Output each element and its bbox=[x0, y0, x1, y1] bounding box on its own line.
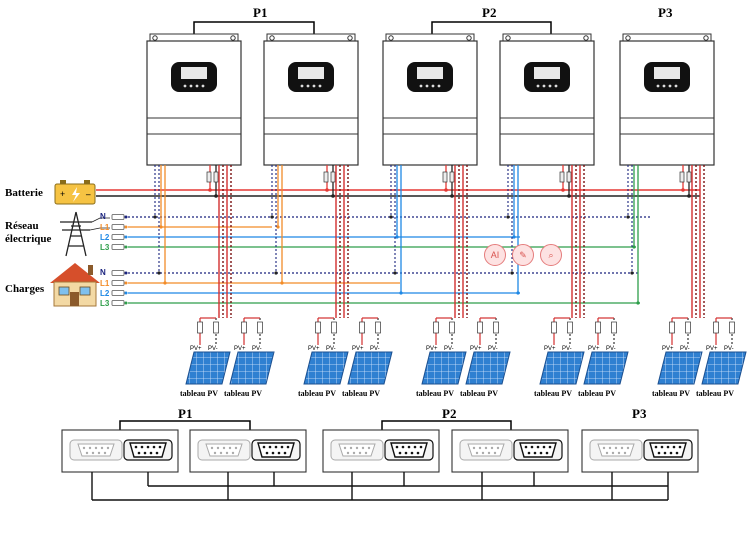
pv-array-label: tableau PV bbox=[534, 389, 572, 398]
grid-l3-label: L3 bbox=[100, 243, 110, 252]
svg-text:–: – bbox=[85, 189, 91, 199]
pv-minus-label: PV- bbox=[252, 346, 262, 352]
inverter-unit bbox=[499, 33, 595, 166]
svg-text:+: + bbox=[60, 189, 65, 199]
pv-plus-label: PV+ bbox=[662, 346, 674, 352]
inverter-unit bbox=[382, 33, 478, 166]
pv-minus-label: PV- bbox=[488, 346, 498, 352]
pv-array-label: tableau PV bbox=[342, 389, 380, 398]
search-icon[interactable]: ⌕ bbox=[540, 244, 562, 266]
ai-icon[interactable]: AI bbox=[484, 244, 506, 266]
comm-board bbox=[189, 429, 307, 473]
pv-minus-label: PV- bbox=[680, 346, 690, 352]
pv-plus-label: PV+ bbox=[544, 346, 556, 352]
grid-l1-label: L1 bbox=[100, 223, 110, 232]
wiring bbox=[96, 165, 705, 318]
pen-icon[interactable]: ✎ bbox=[512, 244, 534, 266]
comm-label-p2: P2 bbox=[442, 406, 456, 421]
pv-plus-label: PV+ bbox=[588, 346, 600, 352]
pv-minus-label: PV- bbox=[562, 346, 572, 352]
group-label-p2: P2 bbox=[482, 5, 496, 20]
grid-bus-labels: N L1 L2 L3 bbox=[100, 212, 110, 252]
pv-plus-label: PV+ bbox=[706, 346, 718, 352]
comm-group-labels: P1 P2 P3 bbox=[119, 406, 647, 430]
pv-array: PV+ PV-tableau PV bbox=[298, 317, 349, 398]
battery-label: Batterie bbox=[5, 187, 43, 199]
pv-array-label: tableau PV bbox=[578, 389, 616, 398]
load-bus-labels: N L1 L2 L3 bbox=[100, 268, 110, 308]
pv-array: PV+ PV-tableau PV bbox=[460, 317, 511, 398]
pv-minus-label: PV- bbox=[208, 346, 218, 352]
pv-array-label: tableau PV bbox=[696, 389, 734, 398]
inverter-unit bbox=[146, 33, 242, 166]
comm-board bbox=[61, 429, 179, 473]
loads-label: Charges bbox=[5, 283, 45, 295]
pv-array: PV+ PV-tableau PV bbox=[180, 317, 231, 398]
pv-plus-label: PV+ bbox=[234, 346, 246, 352]
pv-array-label: tableau PV bbox=[180, 389, 218, 398]
pv-plus-label: PV+ bbox=[190, 346, 202, 352]
comm-board bbox=[581, 429, 699, 473]
inverter-unit bbox=[619, 33, 715, 166]
pv-array: PV+ PV-tableau PV bbox=[578, 317, 629, 398]
pv-plus-label: PV+ bbox=[426, 346, 438, 352]
battery-icon: + – bbox=[54, 180, 96, 205]
pv-arrays: PV+ PV-tableau PV PV+ PV-tableau PV PV+ PV-ta… bbox=[180, 317, 747, 398]
pv-array-label: tableau PV bbox=[652, 389, 690, 398]
inverters bbox=[146, 33, 715, 166]
inverter-group-labels: P1 P2 P3 bbox=[193, 5, 673, 40]
inverter-unit bbox=[263, 33, 359, 166]
transmission-tower-icon bbox=[60, 211, 110, 257]
comm-label-p3: P3 bbox=[632, 406, 647, 421]
group-label-p1: P1 bbox=[253, 5, 267, 20]
comm-label-p1: P1 bbox=[178, 406, 192, 421]
load-l3-label: L3 bbox=[100, 299, 110, 308]
pv-array: PV+ PV-tableau PV bbox=[224, 317, 275, 398]
grid-label-line2: électrique bbox=[5, 233, 52, 245]
pv-minus-label: PV- bbox=[724, 346, 734, 352]
pv-array: PV+ PV-tableau PV bbox=[534, 317, 585, 398]
group-label-p3: P3 bbox=[658, 5, 673, 20]
pv-minus-label: PV- bbox=[444, 346, 454, 352]
pv-array-label: tableau PV bbox=[298, 389, 336, 398]
grid-label-line1: Réseau bbox=[5, 220, 39, 232]
pv-array: PV+ PV-tableau PV bbox=[342, 317, 393, 398]
grid-n-label: N bbox=[100, 212, 106, 221]
pv-minus-label: PV- bbox=[606, 346, 616, 352]
floating-toolbar: AI ✎ ⌕ bbox=[484, 244, 562, 266]
pv-minus-label: PV- bbox=[370, 346, 380, 352]
pv-array: PV+ PV-tableau PV bbox=[416, 317, 467, 398]
pv-plus-label: PV+ bbox=[308, 346, 320, 352]
comm-board bbox=[322, 429, 440, 473]
house-icon bbox=[50, 263, 100, 307]
pv-array-label: tableau PV bbox=[416, 389, 454, 398]
pv-plus-label: PV+ bbox=[352, 346, 364, 352]
pv-minus-label: PV- bbox=[326, 346, 336, 352]
pv-array-label: tableau PV bbox=[224, 389, 262, 398]
pv-array: PV+ PV-tableau PV bbox=[652, 317, 703, 398]
pv-array-label: tableau PV bbox=[460, 389, 498, 398]
communication-boards bbox=[61, 429, 699, 501]
load-l1-label: L1 bbox=[100, 279, 110, 288]
load-n-label: N bbox=[100, 268, 106, 277]
grid-l2-label: L2 bbox=[100, 233, 110, 242]
pv-array: PV+ PV-tableau PV bbox=[696, 317, 747, 398]
load-l2-label: L2 bbox=[100, 289, 110, 298]
comm-board bbox=[451, 429, 569, 473]
pv-plus-label: PV+ bbox=[470, 346, 482, 352]
